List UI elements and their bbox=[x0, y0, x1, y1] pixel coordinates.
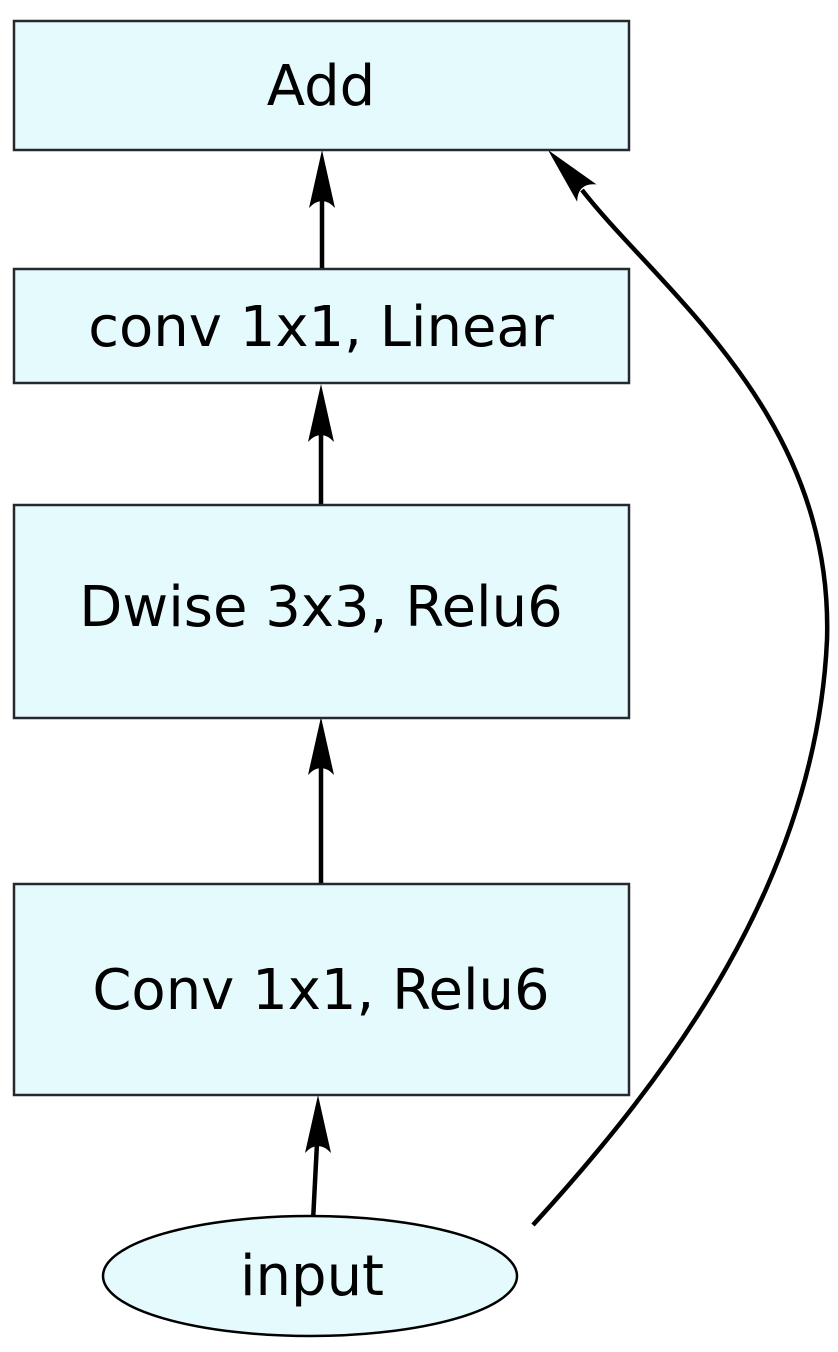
node-conv1x1-linear-label: conv 1x1, Linear bbox=[88, 295, 555, 360]
node-conv1x1-linear bbox=[12, 267, 631, 385]
edge-convlinear-to-add-arrowhead-icon bbox=[309, 150, 335, 208]
node-add-label: Add bbox=[267, 54, 375, 119]
node-conv1x1-relu6-label: Conv 1x1, Relu6 bbox=[92, 958, 549, 1023]
node-add bbox=[12, 19, 631, 152]
node-dwise3x3-relu6 bbox=[12, 503, 631, 720]
node-conv1x1-relu6 bbox=[12, 882, 631, 1097]
edge-input-to-convrelu-arrowhead-icon bbox=[305, 1095, 331, 1153]
edge-input-to-add-skip-arrowhead-icon bbox=[548, 150, 597, 202]
edges-layer bbox=[305, 150, 830, 1227]
node-dwise3x3-relu6-label: Dwise 3x3, Relu6 bbox=[79, 575, 562, 640]
edge-input-to-add-skip bbox=[531, 188, 830, 1227]
node-input-label: input bbox=[240, 1244, 384, 1309]
nodes-layer: Add conv 1x1, Linear Dwise 3x3, Relu6 Co… bbox=[12, 19, 631, 1338]
edge-input-to-convrelu bbox=[310, 1142, 320, 1222]
edge-convrelu-to-dwise-arrowhead-icon bbox=[308, 717, 334, 775]
node-input bbox=[101, 1214, 519, 1338]
edge-dwise-to-convlinear-arrowhead-icon bbox=[308, 384, 334, 442]
